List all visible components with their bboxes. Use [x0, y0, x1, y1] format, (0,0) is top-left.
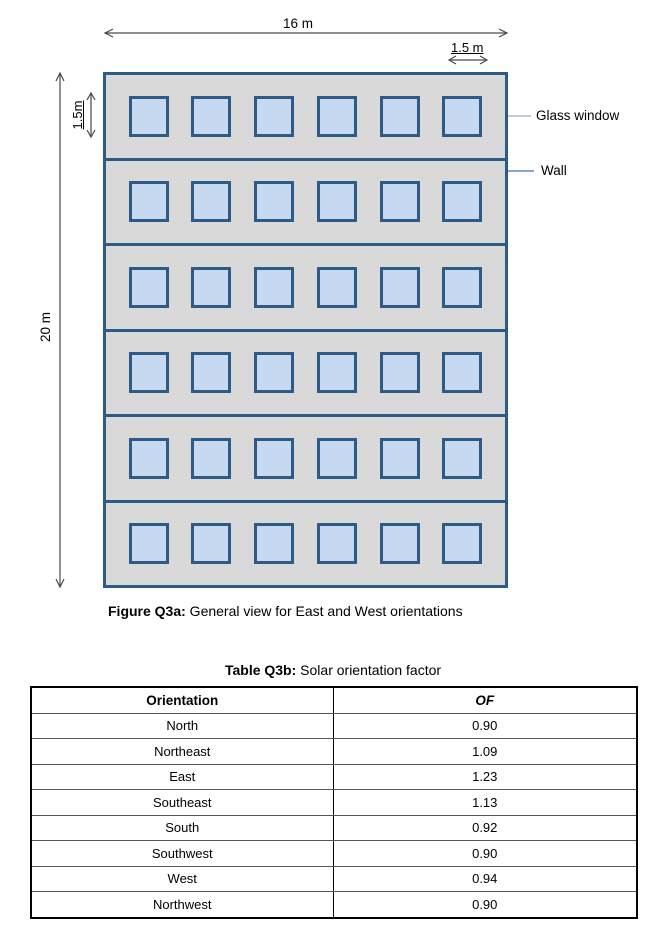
glass-window — [442, 437, 483, 479]
dimension-label-window-height: 1.5m — [69, 100, 85, 130]
figure-caption-text: General view for East and West orientati… — [185, 603, 463, 619]
glass-window — [254, 181, 295, 223]
orientation-factor-table: Orientation OF North 0.90 Northeast 1.09… — [30, 686, 638, 919]
glass-window — [379, 95, 420, 137]
glass-window — [128, 523, 169, 565]
table-title-prefix: Table Q3b: — [224, 662, 297, 678]
orientation-cell: Northeast — [30, 738, 334, 765]
orientation-cell: Southeast — [30, 789, 334, 816]
glass-window — [379, 523, 420, 565]
glass-window — [191, 523, 232, 565]
figure-caption: Figure Q3a: General view for East and We… — [108, 603, 463, 619]
dimension-label-20m: 20 m — [37, 312, 53, 343]
glass-window — [316, 266, 357, 308]
table-header-row: Orientation OF — [30, 686, 638, 714]
glass-window — [254, 95, 295, 137]
glass-window — [191, 181, 232, 223]
orientation-cell: East — [30, 763, 334, 790]
glass-window — [128, 352, 169, 394]
dimension-arrow-window-height — [86, 91, 96, 139]
glass-window — [379, 181, 420, 223]
glass-window — [316, 437, 357, 479]
glass-window — [316, 523, 357, 565]
glass-window — [442, 95, 483, 137]
glass-window — [442, 266, 483, 308]
floor-row — [106, 75, 505, 158]
orientation-table-body: North 0.90 Northeast 1.09 East 1.23 Sout… — [30, 712, 638, 918]
glass-window — [316, 95, 357, 137]
figure-caption-prefix: Figure Q3a: — [108, 603, 186, 619]
glass-window — [316, 352, 357, 394]
glass-window — [442, 181, 483, 223]
glass-window — [254, 437, 295, 479]
building-facade — [103, 72, 508, 588]
orientation-cell: South — [30, 814, 334, 841]
glass-window — [379, 437, 420, 479]
floor-row — [106, 243, 505, 329]
wall-label: Wall — [541, 163, 567, 178]
orientation-cell: Northwest — [30, 891, 334, 918]
of-value-cell: 1.13 — [332, 789, 638, 816]
orientation-column-header: Orientation — [30, 686, 334, 714]
table-title: Table Q3b: Solar orientation factor — [30, 662, 636, 678]
of-value-cell: 0.90 — [332, 712, 638, 739]
dimension-arrow-window-width — [447, 55, 489, 65]
of-value-cell: 1.23 — [332, 763, 638, 790]
glass-window — [316, 181, 357, 223]
table-row: North 0.90 — [30, 712, 638, 739]
floor-row — [106, 157, 505, 244]
glass-window — [128, 95, 169, 137]
floor-row — [106, 414, 505, 500]
glass-window — [128, 437, 169, 479]
floor-row — [106, 328, 505, 415]
table-title-text: Solar orientation factor — [296, 662, 442, 678]
table-row: East 1.23 — [30, 763, 638, 790]
of-column-header: OF — [332, 686, 638, 714]
glass-window — [191, 352, 232, 394]
glass-window — [191, 437, 232, 479]
table-row: West 0.94 — [30, 865, 638, 892]
glass-window — [254, 523, 295, 565]
orientation-cell: Southwest — [30, 840, 334, 867]
glass-window — [128, 181, 169, 223]
glass-window — [128, 266, 169, 308]
table-row: Southeast 1.13 — [30, 789, 638, 816]
glass-window — [442, 352, 483, 394]
of-value-cell: 0.92 — [332, 814, 638, 841]
of-value-cell: 0.90 — [332, 840, 638, 867]
table-row: Northeast 1.09 — [30, 738, 638, 765]
dimension-label-16m: 16 m — [283, 16, 314, 31]
glass-window — [254, 266, 295, 308]
glass-window — [442, 523, 483, 565]
floor-row — [106, 499, 505, 586]
orientation-cell: West — [30, 865, 334, 892]
of-value-cell: 1.09 — [332, 738, 638, 765]
glass-window — [191, 266, 232, 308]
dimension-arrow-20m — [55, 71, 65, 589]
glass-window — [379, 266, 420, 308]
table-row: Southwest 0.90 — [30, 840, 638, 867]
glass-window — [191, 95, 232, 137]
table-row: Northwest 0.90 — [30, 891, 638, 918]
of-value-cell: 0.90 — [332, 891, 638, 918]
glass-window — [379, 352, 420, 394]
of-value-cell: 0.94 — [332, 865, 638, 892]
table-row: South 0.92 — [30, 814, 638, 841]
dimension-label-window-width: 1.5 m — [451, 40, 484, 55]
glass-window — [254, 352, 295, 394]
glass-window-label: Glass window — [536, 108, 620, 123]
orientation-cell: North — [30, 712, 334, 739]
